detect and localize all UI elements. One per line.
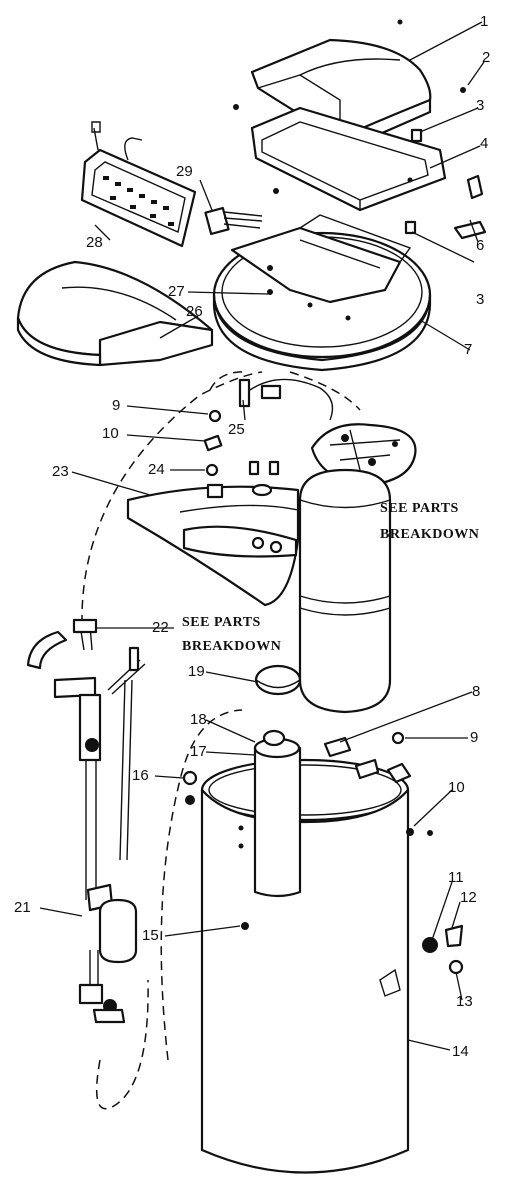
fasteners-upper (203, 378, 251, 477)
callout-29: 29 (176, 163, 193, 180)
resin-tank (298, 468, 392, 714)
cover-frame (250, 106, 447, 212)
callout-17: 17 (190, 743, 207, 760)
note-middle-line2: BREAKDOWN (182, 639, 281, 654)
callout-21: 21 (14, 899, 31, 916)
callout-7: 7 (464, 341, 472, 358)
callout-28: 28 (86, 234, 103, 251)
callout-10a: 10 (102, 425, 119, 442)
control-panel (80, 121, 197, 248)
brine-well (253, 664, 302, 898)
callout-25: 25 (228, 421, 245, 438)
callout-26: 26 (186, 303, 203, 320)
brine-tank (200, 758, 410, 1174)
bracket-plate (126, 460, 300, 607)
callout-14: 14 (452, 1043, 469, 1060)
callout-4: 4 (480, 135, 488, 152)
callout-24: 24 (148, 461, 165, 478)
base-plate (212, 214, 432, 372)
callout-labels: 1 2 3 4 3 6 7 28 29 27 26 9 10 25 24 23 … (14, 13, 490, 1060)
callout-9b: 9 (470, 729, 478, 746)
callout-18: 18 (190, 711, 207, 728)
callout-23: 23 (52, 463, 69, 480)
side-cover (16, 260, 214, 367)
parts-breakdown-notes: SEE PARTS BREAKDOWN SEE PARTS BREAKDOWN (182, 501, 479, 654)
callout-2: 2 (482, 49, 490, 66)
leader-lines (39, 21, 485, 1051)
callout-27: 27 (168, 283, 185, 300)
callout-22: 22 (152, 619, 169, 636)
callout-6: 6 (476, 237, 484, 254)
callout-3b: 3 (476, 291, 484, 308)
note-upper-line1: SEE PARTS (380, 501, 459, 516)
callout-19: 19 (188, 663, 205, 680)
callout-12: 12 (460, 889, 477, 906)
note-middle-line1: SEE PARTS (182, 615, 261, 630)
callout-9a: 9 (112, 397, 120, 414)
callout-1: 1 (480, 13, 488, 30)
callout-10b: 10 (448, 779, 465, 796)
callout-11: 11 (448, 869, 464, 886)
brine-valve-assembly (26, 618, 146, 1024)
wire-harness (204, 206, 263, 236)
callout-15: 15 (142, 927, 159, 944)
callout-8: 8 (472, 683, 480, 700)
fasteners-right (182, 731, 464, 975)
callout-13: 13 (456, 993, 473, 1010)
note-upper-line2: BREAKDOWN (380, 527, 479, 542)
clip-parts (233, 19, 487, 240)
callout-16: 16 (132, 767, 149, 784)
callout-3a: 3 (476, 97, 484, 114)
